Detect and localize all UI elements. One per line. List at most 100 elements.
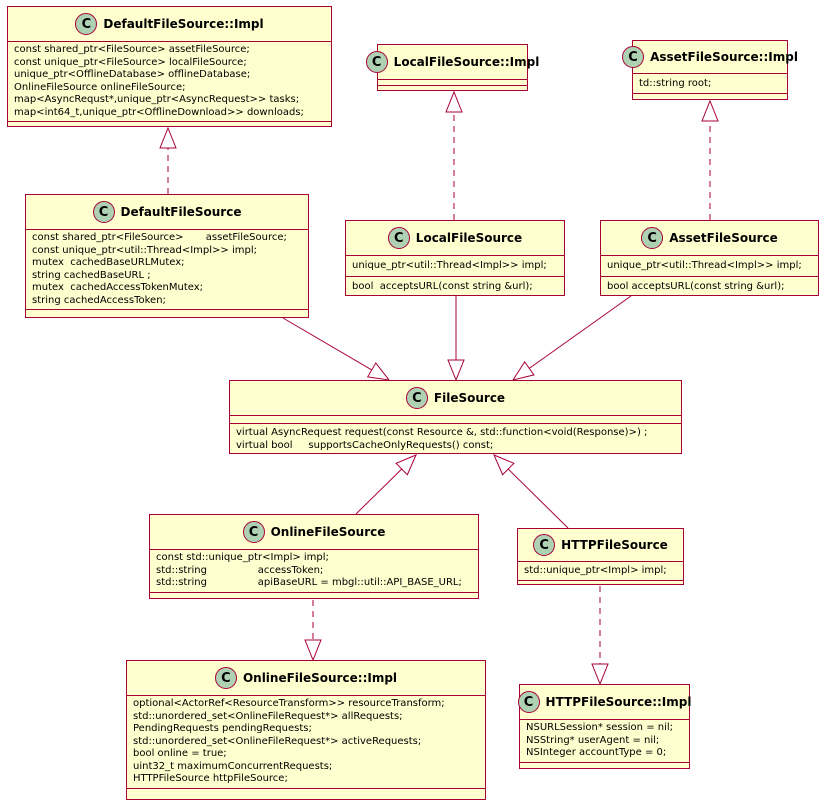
- field: optional<ActorRef<ResourceTransform>> re…: [133, 698, 445, 709]
- fields-section: std::unique_ptr<Impl> impl;: [518, 561, 683, 580]
- hollow-arrowhead: [395, 454, 417, 476]
- field: uint32_t maximumConcurrentRequests;: [133, 760, 333, 772]
- class-icon: C: [622, 46, 645, 68]
- field: PendingRequests pendingRequests;: [133, 723, 312, 734]
- class-default-file-source[interactable]: C DefaultFileSource const shared_ptr<Fil…: [25, 194, 309, 318]
- class-name: LocalFileSource: [415, 231, 523, 245]
- connector-line: [507, 468, 569, 529]
- class-icon: C: [365, 51, 388, 73]
- methods-section: [127, 787, 485, 794]
- class-file-source[interactable]: C FileSource virtual AsyncRequest reques…: [229, 380, 682, 454]
- methods-section: [378, 85, 527, 91]
- methods-section: [26, 309, 308, 317]
- inheritance-default-source-to-file-source: [282, 317, 391, 381]
- field: std::string accessToken;: [156, 564, 324, 576]
- fields-section: optional<ActorRef<ResourceTransform>> re…: [127, 695, 485, 788]
- fields-section: unique_ptr<util::Thread<Impl>> impl;: [601, 255, 818, 276]
- fields-section: unique_ptr<util::Thread<Impl>> impl;: [346, 255, 564, 276]
- method: virtual AsyncRequest request(const Resou…: [236, 427, 648, 438]
- class-icon: C: [533, 534, 556, 556]
- methods-section: virtual AsyncRequest request(const Resou…: [230, 423, 681, 454]
- inheritance-local-source-to-file-source: [447, 296, 465, 382]
- inheritance-online-source-to-file-source: [355, 454, 417, 515]
- class-asset-file-source-impl[interactable]: C AssetFileSource::Impl td::string root;: [622, 40, 798, 100]
- class-icon: C: [92, 201, 115, 223]
- class-default-file-source-impl[interactable]: C DefaultFileSource::Impl const shared_p…: [7, 6, 332, 127]
- fields-section: const std::unique_ptr<Impl> impl; std::s…: [150, 549, 478, 592]
- class-name: HTTPFileSource: [561, 538, 668, 552]
- field: OnlineFileSource onlineFileSource;: [14, 81, 186, 93]
- methods-section: bool acceptsURL(const string &url);: [601, 275, 818, 296]
- realization-asset-source-to-asset-impl: [701, 99, 719, 220]
- realization-online-source-to-online-impl: [304, 600, 322, 662]
- fields-section: const shared_ptr<FileSource> assetFileSo…: [8, 41, 331, 121]
- method: bool acceptsURL(const string &url);: [352, 280, 533, 292]
- field: NSString* userAgent = nil;: [526, 734, 660, 746]
- class-icon: C: [517, 691, 540, 713]
- class-asset-file-source[interactable]: C AssetFileSource unique_ptr<util::Threa…: [600, 220, 819, 296]
- field: const shared_ptr<FileSource> assetFileSo…: [14, 44, 250, 55]
- fields-section: [230, 415, 681, 423]
- field: map<int64_t,unique_ptr<OfflineDownload>>…: [14, 106, 304, 118]
- method: virtual bool supportsCacheOnlyRequests()…: [236, 439, 494, 451]
- connector-line: [529, 295, 632, 369]
- field: mutex cachedAccessTokenMutex;: [32, 282, 204, 293]
- connector-line: [355, 468, 403, 515]
- class-local-file-source-impl[interactable]: C LocalFileSource::Impl: [365, 44, 539, 91]
- field: NSURLSession* session = nil;: [526, 722, 674, 733]
- class-icon: C: [387, 227, 410, 249]
- class-icon: C: [405, 387, 428, 409]
- class-online-file-source[interactable]: C OnlineFileSource const std::unique_ptr…: [149, 514, 479, 599]
- hollow-arrowhead: [366, 362, 391, 381]
- class-name: OnlineFileSource: [270, 525, 386, 539]
- field: unique_ptr<util::Thread<Impl>> impl;: [607, 260, 802, 271]
- class-http-file-source[interactable]: C HTTPFileSource std::unique_ptr<Impl> i…: [517, 528, 684, 585]
- class-name: DefaultFileSource::Impl: [103, 17, 264, 31]
- field: const std::unique_ptr<Impl> impl;: [156, 552, 329, 563]
- field: HTTPFileSource httpFileSource;: [133, 773, 288, 784]
- methods-section: [518, 579, 683, 585]
- class-name: DefaultFileSource: [120, 205, 242, 219]
- methods-section: [520, 761, 689, 768]
- hollow-arrowhead: [304, 639, 322, 662]
- class-icon: C: [75, 13, 98, 35]
- class-name: AssetFileSource::Impl: [650, 50, 798, 64]
- methods-section: [8, 121, 331, 129]
- fields-section: const shared_ptr<FileSource> assetFileSo…: [26, 229, 308, 309]
- class-http-file-source-impl[interactable]: C HTTPFileSource::Impl NSURLSession* ses…: [517, 684, 691, 769]
- fields-section: td::string root;: [633, 73, 787, 93]
- method: bool acceptsURL(const string &url);: [607, 280, 785, 292]
- hollow-arrowhead: [159, 126, 177, 149]
- field: const unique_ptr<FileSource> localFileSo…: [14, 56, 247, 68]
- methods-section: [633, 92, 787, 99]
- field: bool online = true;: [133, 748, 227, 759]
- field: std::unordered_set<OnlineFileRequest*> a…: [133, 735, 422, 747]
- fields-section: NSURLSession* session = nil; NSString* u…: [520, 719, 689, 762]
- field: map<AsyncRequst*,unique_ptr<AsyncRequest…: [14, 94, 300, 105]
- methods-section: [150, 591, 478, 598]
- inheritance-asset-source-to-file-source: [511, 295, 632, 381]
- fields-section: [378, 79, 527, 85]
- field: std::unordered_set<OnlineFileRequest*> a…: [133, 710, 403, 722]
- field: string cachedBaseURL ;: [32, 269, 151, 281]
- hollow-arrowhead: [701, 99, 719, 122]
- field: std::string apiBaseURL = mbgl::util::API…: [156, 577, 462, 588]
- class-local-file-source[interactable]: C LocalFileSource unique_ptr<util::Threa…: [345, 220, 565, 296]
- hollow-arrowhead: [447, 359, 465, 382]
- class-name: OnlineFileSource::Impl: [242, 671, 398, 685]
- realization-http-source-to-http-impl: [591, 586, 609, 686]
- class-icon: C: [242, 521, 265, 543]
- class-icon: C: [214, 667, 237, 689]
- hollow-arrowhead: [511, 360, 535, 381]
- class-online-file-source-impl[interactable]: C OnlineFileSource::Impl optional<ActorR…: [126, 660, 486, 800]
- field: std::unique_ptr<Impl> impl;: [524, 565, 667, 576]
- class-name: LocalFileSource::Impl: [393, 55, 540, 69]
- field: const shared_ptr<FileSource> assetFileSo…: [32, 232, 287, 243]
- field: string cachedAccessToken;: [32, 294, 166, 306]
- class-name: FileSource: [433, 391, 506, 405]
- class-name: AssetFileSource: [669, 231, 778, 245]
- field: td::string root;: [639, 78, 712, 89]
- class-icon: C: [641, 227, 664, 249]
- field: NSInteger accountType = 0;: [526, 747, 667, 758]
